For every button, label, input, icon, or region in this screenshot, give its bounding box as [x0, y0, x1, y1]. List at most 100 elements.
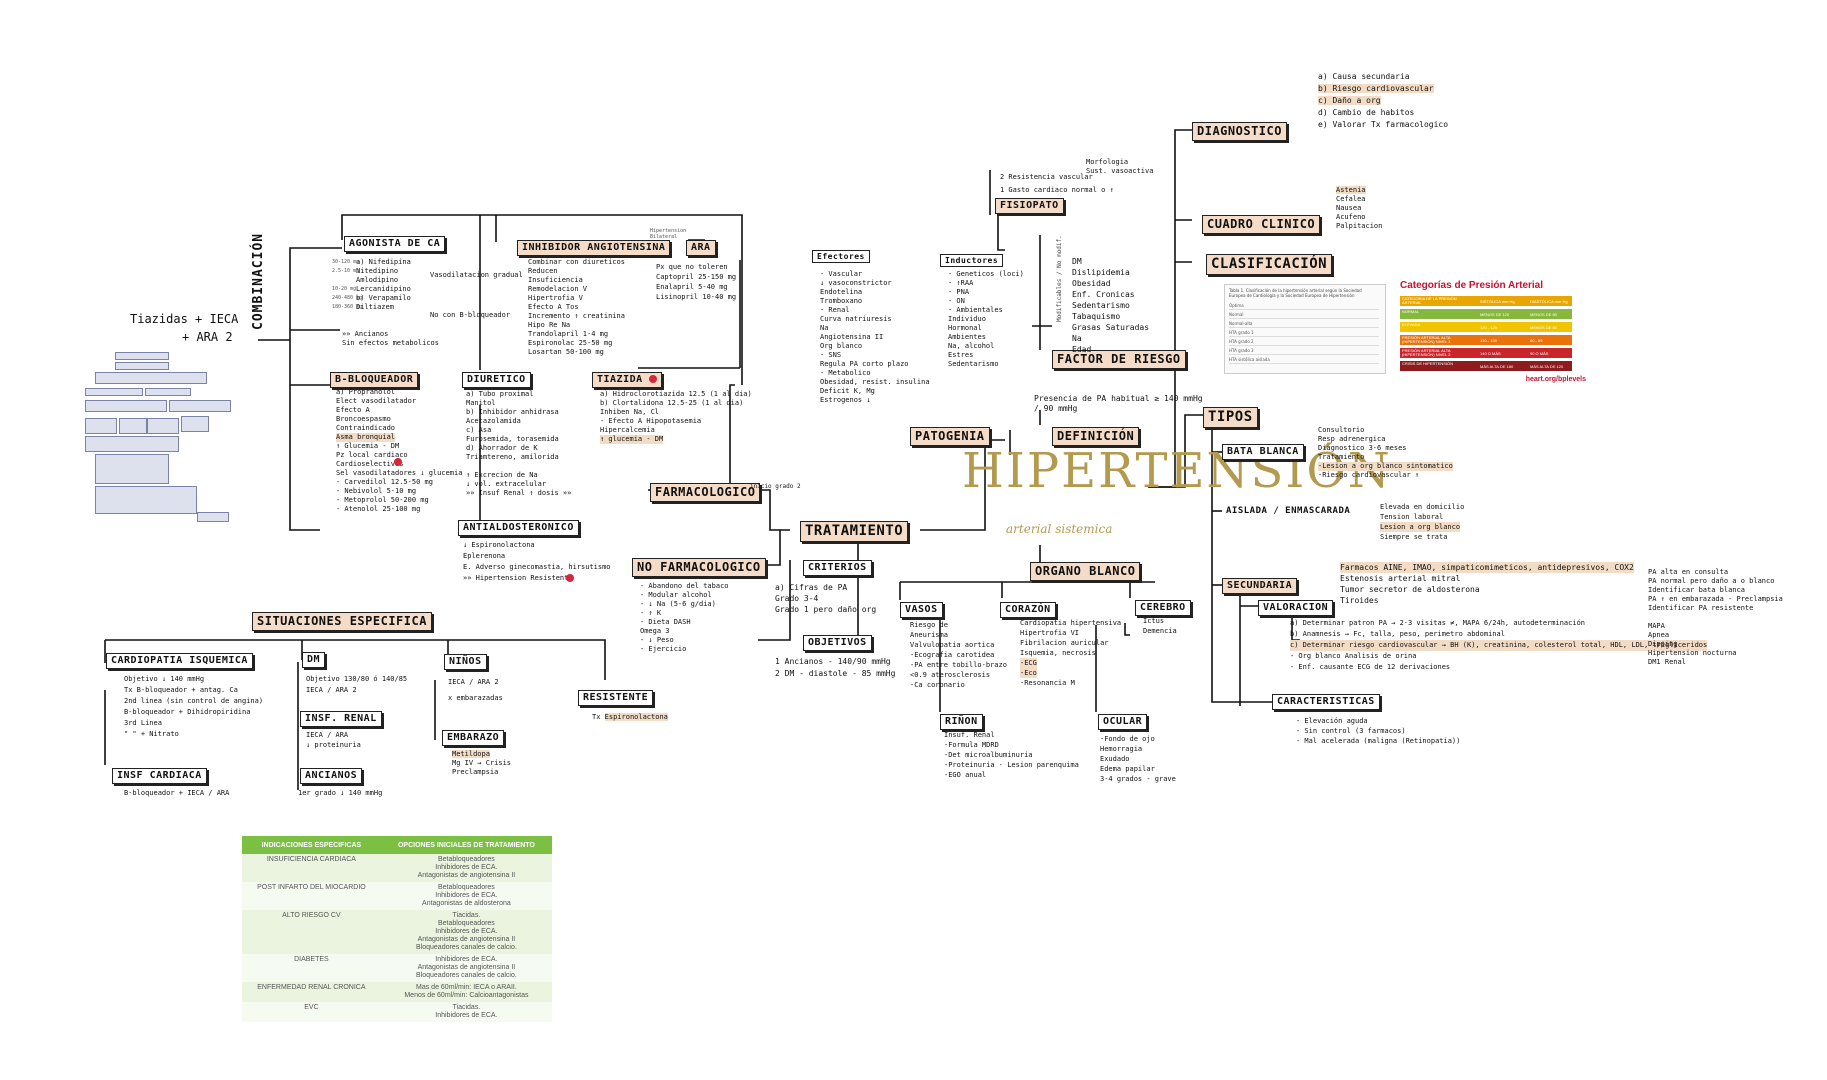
- nofarm-item: - ↓ Peso: [640, 636, 674, 644]
- cardiopatia-item: 2nd linea (sin control de angina): [124, 697, 264, 705]
- tiazida-item: b) Clortalidona 12.5-25 (1 al dia): [600, 399, 744, 407]
- farmacologico-header: FARMACOLOGICO: [650, 483, 761, 502]
- criterios-item: Grado 3-4: [775, 594, 819, 603]
- nofarm-item: - Dieta DASH: [640, 618, 691, 626]
- agonista-item: b) Verapamilo: [356, 294, 411, 302]
- corazon-item: Hipertrofia VI: [1020, 629, 1080, 637]
- antialdo-item: Eplerenona: [463, 552, 506, 560]
- inhibidor-item: Remodelacion V: [528, 285, 588, 293]
- ocular-item: 3-4 grados - grave: [1100, 775, 1176, 783]
- alert-dot: [566, 574, 574, 582]
- caracteristicas-list: - Elevación aguda- Sin control (3 farmac…: [1296, 716, 1460, 746]
- valoracion-header: VALORACION: [1258, 600, 1334, 616]
- efectores-item: Regula PA corto plazo: [820, 360, 909, 368]
- aislada-item: Tension laboral: [1380, 513, 1444, 521]
- combinacion-note-1: + ARA 2: [182, 330, 233, 344]
- farmacologico-note: inicio grado 2: [750, 483, 801, 490]
- inhibidor-item: Efecto A Tos: [528, 303, 579, 311]
- diuretico-item: Acetazolamida: [466, 417, 521, 425]
- corazon-item: -Resonancia M: [1020, 679, 1075, 687]
- secundaria-item: Farmacos AINE, IMAO, simpaticomimeticos,…: [1340, 562, 1634, 573]
- ancianos-item: 1er grado ↓ 140 mmHg: [298, 789, 383, 797]
- agonista-ca-header: AGONISTA DE CA: [344, 236, 446, 252]
- ocular-list: -Fondo de ojo Hemorragia Exudado Edema p…: [1100, 734, 1176, 784]
- ara-item: Lisinopril 10-40 mg: [656, 293, 737, 301]
- diuretico-item: [466, 462, 571, 471]
- objetivos-item: 2 DM - diastole - 85 mmHg: [775, 669, 896, 678]
- cuadro-clinico-header: CUADRO CLINICO: [1202, 215, 1321, 234]
- diag-item-3: d) Cambio de habitos: [1318, 108, 1415, 117]
- agonista-item: a) Nifedipina: [356, 258, 411, 266]
- diuretico-header: DIURETICO: [462, 372, 531, 388]
- definicion-text: Presencia de PA habitual ≥ 140 mmHg/ 90 …: [1034, 394, 1203, 413]
- inductores-item: Individuo: [948, 315, 986, 323]
- tipos-header: TIPOS: [1203, 407, 1258, 428]
- caracteristicas-item: - Mal acelerada (maligna (Retinopatia)): [1296, 737, 1461, 745]
- categorias-cell: 120 - 129: [1480, 325, 1497, 330]
- ocular-item: Edema papilar: [1100, 765, 1155, 773]
- aislada-item: Elevada en domicilio: [1380, 503, 1465, 511]
- nofarm-item: Omega 3: [640, 627, 670, 635]
- objetivos-item: 1 Ancianos - 140/90 mmHg: [775, 657, 891, 666]
- bata-item: -Riesgo cardiovascular ↑: [1318, 471, 1420, 479]
- secundaria-item: Estenosis arterial mitral: [1340, 574, 1461, 583]
- valoracion-item: b) Anamnesis → Fc, talla, peso, perimetr…: [1290, 630, 1505, 638]
- bbloq-item: - Atenolol 25-100 mg: [336, 505, 421, 513]
- mapa-item: Identificar bata blanca: [1648, 586, 1745, 594]
- mapa-item: [1648, 613, 1783, 622]
- inductores-item: Hormonal: [948, 324, 982, 332]
- categorias-cell: CATEGORIA DE LA PRESIÓN ARTERIAL: [1402, 296, 1457, 305]
- diuretico-item: Manitol: [466, 399, 496, 407]
- mapa-item: Dipping: [1648, 640, 1678, 648]
- efectores-label: Efectores: [812, 250, 870, 263]
- categorias-cell: DIASTÓLICA mm Hg: [1530, 299, 1568, 304]
- cardiopatia-isquemica-header: CARDIOPATIA ISQUEMICA: [106, 653, 253, 669]
- agonista-side-1: No con B-bloqueador: [430, 311, 511, 319]
- ninos-header: NIÑOS: [444, 654, 487, 670]
- inductores-item: Ambientes: [948, 333, 986, 341]
- mapa-item: Identificar PA resistente: [1648, 604, 1754, 612]
- diuretico-item: »» Insuf Renal ↑ dosis »»: [466, 489, 572, 497]
- class-row: Normal: [1229, 312, 1379, 319]
- mapa-item: MAPA: [1648, 622, 1665, 630]
- categorias-cell: ELEVADA: [1402, 322, 1421, 327]
- corazon-header: CORAZÓN: [1000, 602, 1056, 618]
- factor-vertical-label: Modificables / No modif.: [1056, 235, 1063, 322]
- diag-item-4: e) Valorar Tx farmacologico: [1318, 120, 1449, 129]
- bbloq-item: - Carvedilol 12.5-50 mg: [336, 478, 433, 486]
- bata-blanca-header: BATA BLANCA: [1222, 444, 1304, 460]
- vasos-item: Valvulopatia aortica: [910, 641, 995, 649]
- bbloq-item: Elect vasodilatador: [336, 397, 417, 405]
- ninos-item: x embarazadas: [448, 694, 503, 702]
- combinacion-label: COMBINACIÓN: [251, 232, 266, 330]
- insf-renal-header: INSF. RENAL: [300, 711, 382, 727]
- efectores-item: Endotelina: [820, 288, 863, 296]
- bbloq-item: ↑ Glucemia - DM: [336, 442, 400, 450]
- class-row: HTA sistólica aislada: [1229, 357, 1379, 364]
- fisiopato-header: FISIOPATO: [995, 198, 1064, 214]
- bbloq-item: - Metoprolol 50-200 mg: [336, 496, 429, 504]
- rinon-list: Insuf. Renal-Formula MDRD-Det microalbum…: [944, 730, 1079, 780]
- factor-riesgo-header: FACTOR DE RIESGO: [1052, 350, 1186, 369]
- inhibidor-item: Combinar con diureticos: [528, 258, 625, 266]
- no-farmacologico-header: NO FARMACOLOGICO: [632, 558, 766, 577]
- class-row: HTA grado 3: [1229, 348, 1379, 355]
- criterios-item: Grado 1 pero daño org: [775, 605, 877, 614]
- antialdo-item: E. Adverso ginecomastia, hirsutismo: [463, 563, 611, 571]
- mapa-item: Apnea: [1648, 631, 1670, 639]
- agonista-item: Amlodipino: [356, 276, 399, 284]
- efectores-item: ↓ vasoconstrictor: [820, 279, 892, 287]
- bbloq-item: Sel vasodilatadores ↓ glucemia: [336, 469, 463, 477]
- alert-dot: [649, 375, 658, 383]
- categorias-cell: NORMAL: [1402, 309, 1420, 314]
- rinon-item: -EGO anual: [944, 771, 987, 779]
